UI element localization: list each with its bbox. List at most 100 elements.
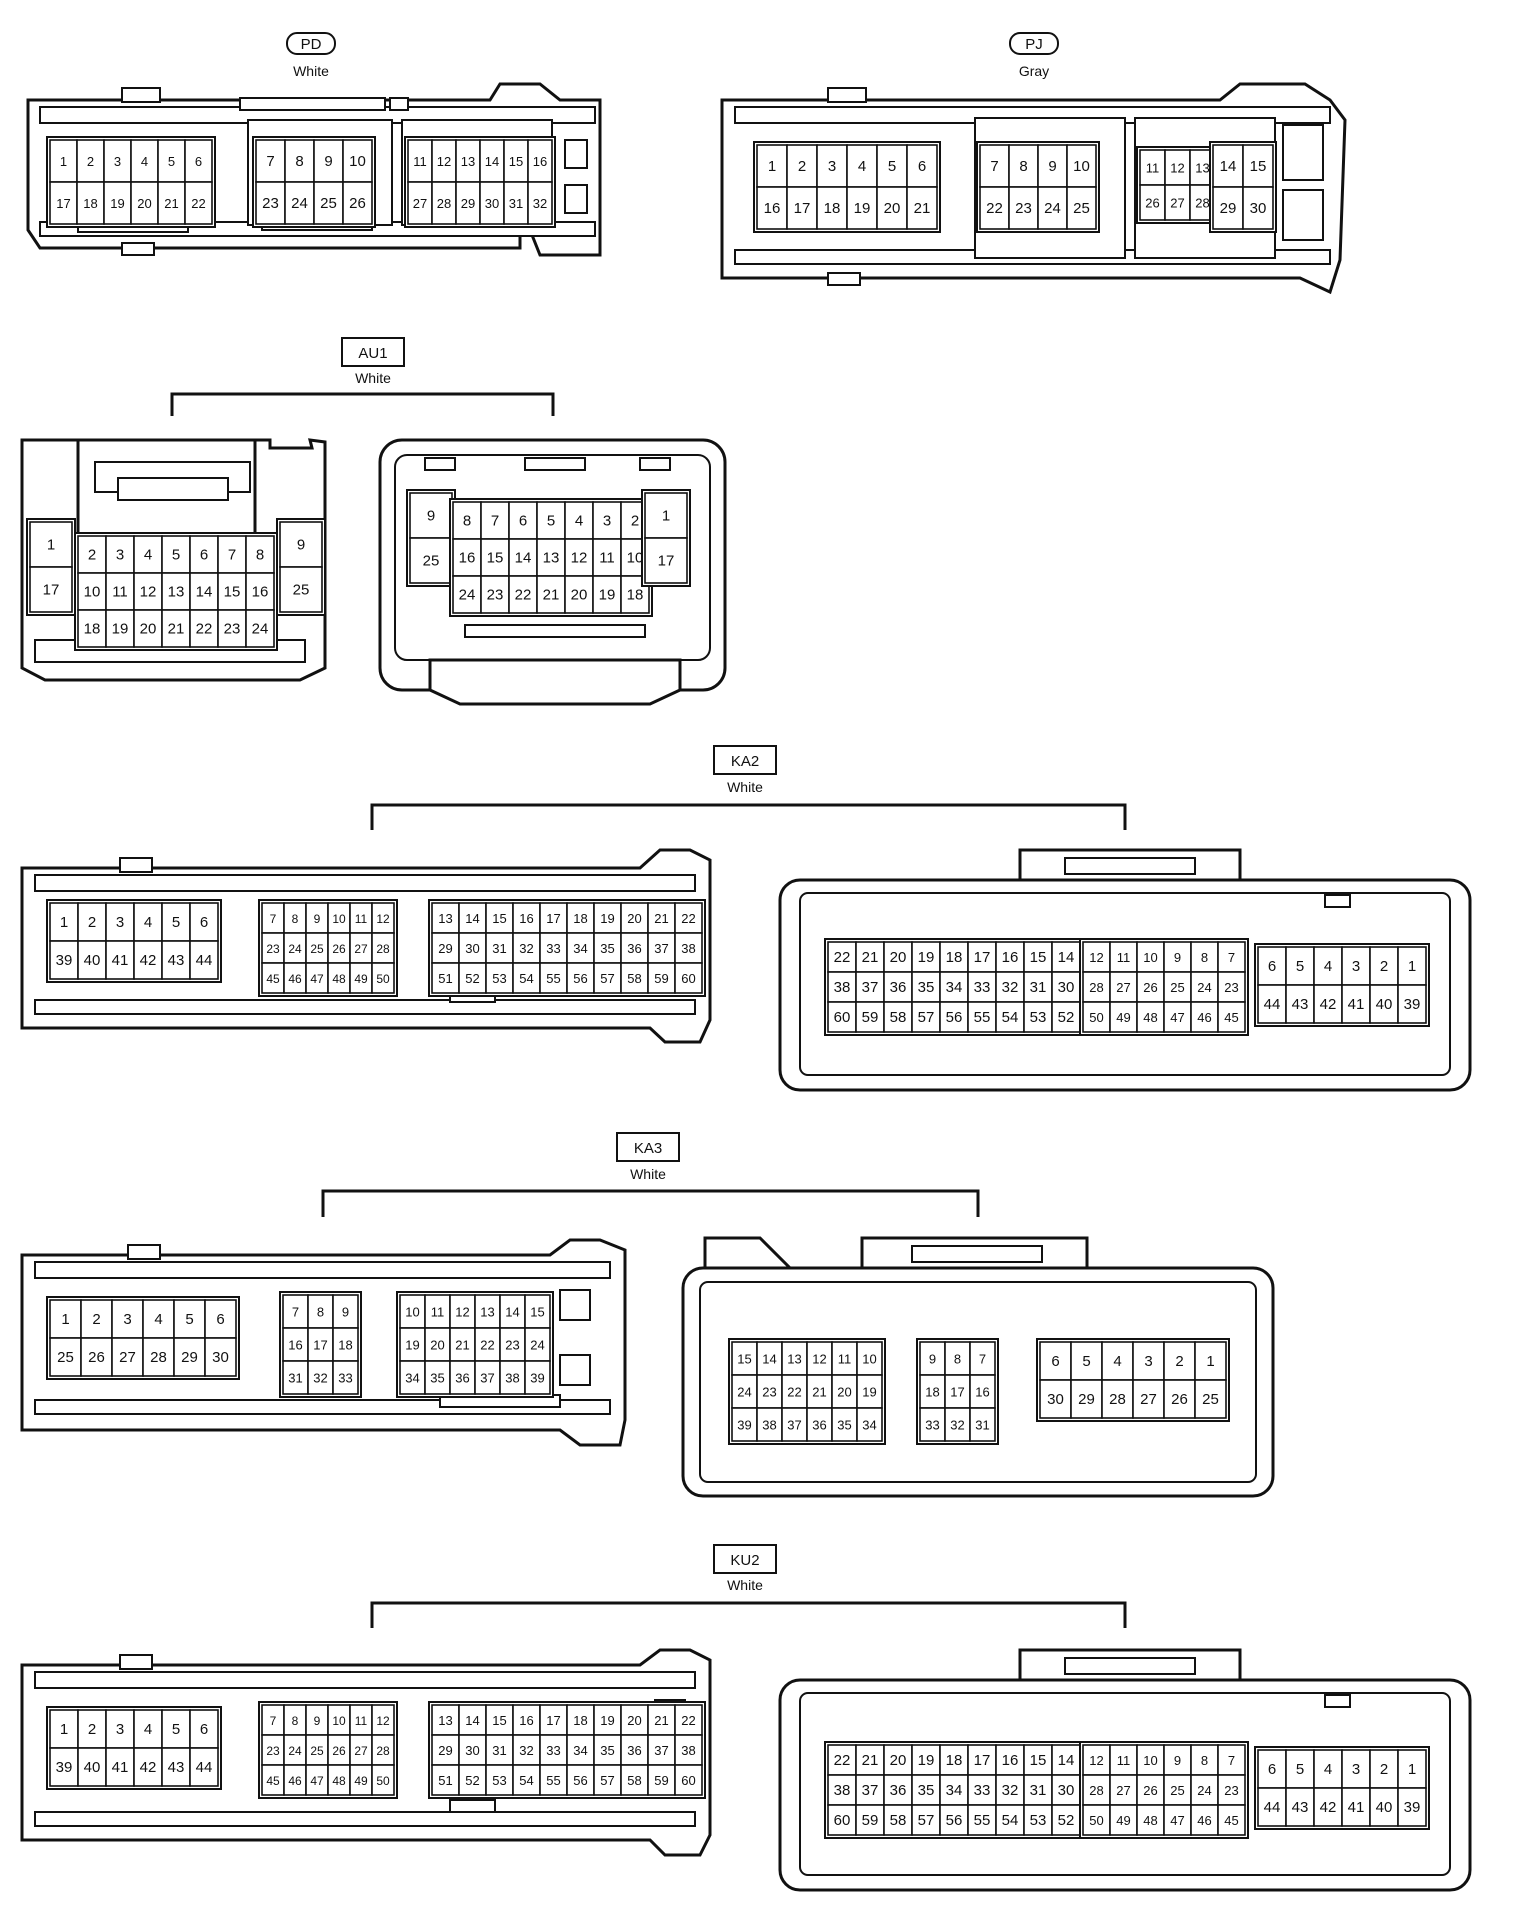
- pin-number: 34: [946, 979, 963, 996]
- pin-number: 49: [354, 1774, 368, 1788]
- pin-number: 4: [154, 1311, 162, 1328]
- pin-number: 18: [627, 587, 644, 604]
- pin-number: 43: [1292, 996, 1309, 1013]
- pin-cell: [161, 1747, 191, 1787]
- pin-cell: [1164, 184, 1191, 221]
- pin-number: 41: [112, 952, 129, 969]
- pin-cell: [1163, 1744, 1192, 1776]
- pin-number: 25: [1202, 1391, 1219, 1408]
- pin-number: 21: [914, 200, 931, 217]
- pin-number: 20: [140, 621, 157, 638]
- pin-number: 22: [834, 949, 851, 966]
- pin-number: 8: [463, 513, 471, 530]
- pin-cell: [883, 1804, 913, 1836]
- pin-cell: [592, 575, 622, 614]
- pin-number: 6: [1268, 1761, 1276, 1778]
- pin-number: 4: [1324, 958, 1332, 975]
- pin-number: 23: [487, 587, 504, 604]
- pin-number: 23: [1224, 980, 1238, 995]
- pin-number: 42: [1320, 996, 1337, 1013]
- pin-number: 10: [332, 912, 346, 926]
- pin-cell: [1190, 1744, 1219, 1776]
- pin-cell: [1163, 941, 1192, 973]
- pin-number: 24: [1197, 980, 1211, 995]
- pin-cell: [474, 1294, 501, 1329]
- pin-number: 10: [862, 1352, 876, 1367]
- pin-number: 40: [84, 952, 101, 969]
- pin-number: 14: [1058, 1752, 1075, 1769]
- pin-cell: [911, 1744, 941, 1776]
- pin-block-ku2-1-0: 2221201918171615141338373635343332313029…: [824, 1741, 1112, 1839]
- pin-cell: [1008, 144, 1039, 188]
- pin-number: 7: [990, 158, 998, 175]
- pin-cell: [508, 501, 538, 540]
- pin-number: 20: [627, 1713, 641, 1728]
- pin-number: 19: [862, 1385, 876, 1400]
- pin-number: 10: [84, 584, 101, 601]
- pin-number: 10: [349, 153, 366, 170]
- pin-number: 53: [1030, 1009, 1047, 1026]
- pin-number: 7: [491, 513, 499, 530]
- pin-cell: [76, 139, 105, 183]
- pin-cell: [1023, 1804, 1053, 1836]
- pin-number: 5: [1296, 1761, 1304, 1778]
- pin-cell: [876, 144, 908, 188]
- pin-number: 13: [461, 154, 475, 169]
- pin-number: 17: [546, 1713, 560, 1728]
- pin-number: 45: [1224, 1010, 1238, 1025]
- pin-number: 38: [834, 1782, 851, 1799]
- pin-cell: [816, 144, 848, 188]
- pin-number: 28: [1089, 980, 1103, 995]
- pin-number: 25: [320, 195, 337, 212]
- pin-cell: [1217, 1804, 1246, 1836]
- pin-number: 11: [355, 912, 368, 926]
- pin-cell: [1397, 1787, 1427, 1827]
- pin-number: 4: [858, 158, 866, 175]
- pin-number: 42: [1320, 1799, 1337, 1816]
- pin-number: 27: [1170, 196, 1184, 211]
- pin-cell: [332, 1360, 359, 1395]
- pin-cell: [967, 1001, 997, 1033]
- pin-number: 10: [1073, 158, 1090, 175]
- pin-number: 36: [890, 979, 907, 996]
- pin-number: 11: [838, 1352, 852, 1367]
- pin-number: 32: [950, 1418, 964, 1433]
- pin-number: 14: [762, 1352, 776, 1367]
- pin-number: 5: [172, 547, 180, 564]
- pin-number: 15: [737, 1352, 751, 1367]
- pin-number: 15: [1030, 1752, 1047, 1769]
- pin-number: 1: [662, 508, 670, 525]
- pin-cell: [1023, 971, 1053, 1003]
- pin-number: 27: [354, 1744, 368, 1758]
- pin-number: 56: [573, 971, 587, 986]
- pin-number: 38: [834, 979, 851, 996]
- pin-cell: [1341, 946, 1371, 986]
- pin-cell: [1341, 984, 1371, 1024]
- pin-number: 45: [1224, 1813, 1238, 1828]
- pin-cell: [279, 566, 323, 613]
- pin-cell: [944, 1407, 971, 1442]
- connector-id-box-ku2: [713, 1544, 777, 1574]
- pin-number: 30: [465, 1743, 479, 1758]
- pin-number: 1: [47, 537, 55, 554]
- pin-number: 20: [890, 949, 907, 966]
- pin-number: 39: [1404, 996, 1421, 1013]
- pin-number: 1: [1408, 958, 1416, 975]
- pin-number: 46: [1197, 1813, 1211, 1828]
- pin-number: 8: [292, 912, 299, 926]
- pin-cell: [103, 181, 132, 225]
- pin-number: 9: [929, 1352, 936, 1367]
- pin-number: 56: [946, 1812, 963, 1829]
- pin-number: 57: [600, 1773, 614, 1788]
- pin-number: 46: [1197, 1010, 1211, 1025]
- pin-number: 32: [1002, 1782, 1019, 1799]
- pin-number: 58: [627, 971, 641, 986]
- pin-number: 29: [1078, 1391, 1095, 1408]
